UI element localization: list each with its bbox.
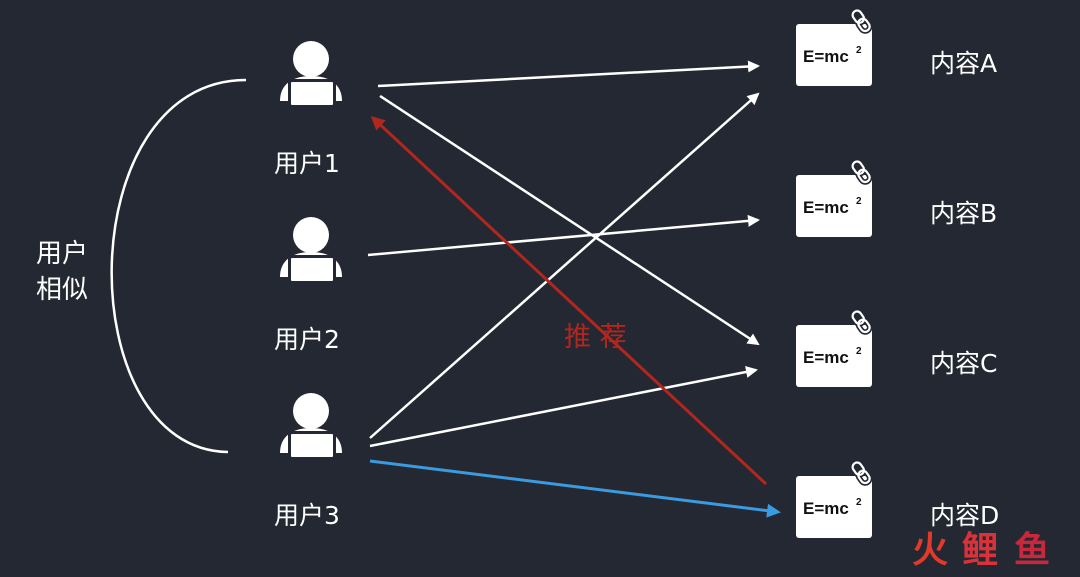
recommend-label: 推 荐: [564, 322, 627, 353]
user-node-2: 用户2: [274, 217, 342, 354]
watermark-logo: 火 鲤 鱼: [912, 530, 1050, 571]
content-label-c: 内容C: [930, 349, 997, 378]
formula-document-icon: E=mc 2: [796, 24, 872, 86]
watermark-char-1: 火: [912, 530, 948, 571]
edge-interaction-u1-c: [379, 94, 760, 346]
similarity-bracket: [110, 78, 247, 454]
user-laptop-icon: [280, 217, 342, 284]
formula-superscript: 2: [856, 196, 862, 207]
formula-document-icon: E=mc 2: [796, 476, 872, 538]
link-icon: [849, 308, 873, 335]
user-node-1: 用户1: [274, 41, 342, 178]
formula-superscript: 2: [856, 346, 862, 357]
formula-document-icon: E=mc 2: [796, 175, 872, 237]
formula-text: E=mc: [803, 47, 849, 66]
user-label-3: 用户3: [274, 501, 340, 530]
edge-interaction-u3-c: [369, 366, 758, 448]
user-laptop-icon: [280, 41, 342, 108]
content-node-b: E=mc 2 内容B: [796, 158, 997, 237]
edges-layer: [367, 60, 781, 518]
formula-document-icon: E=mc 2: [796, 325, 872, 387]
content-label-a: 内容A: [930, 49, 997, 78]
edge-highlight-u3-d: [369, 459, 781, 518]
user-node-3: 用户3: [274, 393, 342, 530]
edge-interaction-u1-a: [377, 60, 760, 88]
content-node-d: E=mc 2 内容D: [796, 459, 999, 538]
watermark-char-3: 鱼: [1014, 530, 1050, 571]
formula-superscript: 2: [856, 497, 862, 508]
content-node-a: E=mc 2 内容A: [796, 7, 997, 86]
user-label-1: 用户1: [274, 149, 340, 178]
similarity-label-line2: 相似: [36, 275, 88, 305]
content-node-c: E=mc 2 内容C: [796, 308, 997, 387]
user-label-2: 用户2: [274, 325, 340, 354]
edge-recommend-d-u1: [370, 115, 768, 486]
user-laptop-icon: [280, 393, 342, 460]
formula-superscript: 2: [856, 45, 862, 56]
formula-text: E=mc: [803, 198, 849, 217]
watermark-char-2: 鲤: [962, 530, 998, 571]
formula-text: E=mc: [803, 499, 849, 518]
edge-interaction-u3-a: [369, 92, 760, 439]
formula-text: E=mc: [803, 348, 849, 367]
content-label-b: 内容B: [930, 199, 997, 228]
content-label-d: 内容D: [930, 501, 999, 530]
link-icon: [849, 158, 873, 185]
edge-interaction-u2-b: [367, 214, 760, 257]
link-icon: [849, 459, 873, 486]
link-icon: [849, 7, 873, 34]
similarity-label-line1: 用户: [36, 239, 88, 269]
